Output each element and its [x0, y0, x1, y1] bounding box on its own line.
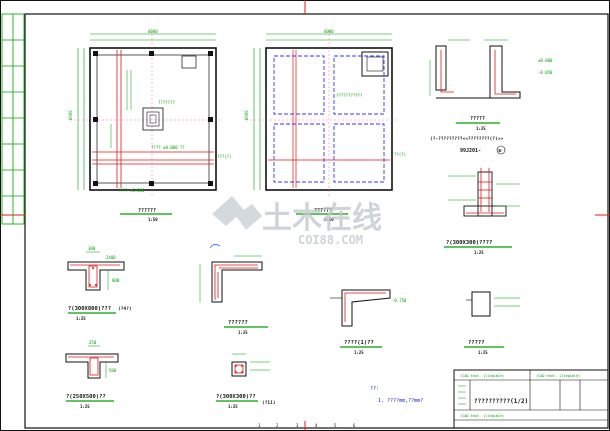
plan-right-dim-side: 6000 — [244, 110, 249, 120]
notes-heading: ??: — [370, 386, 379, 392]
canopy-caption: ????(1)?? — [344, 340, 374, 346]
svg-text:2: 2 — [276, 423, 279, 428]
section-a-ref-circle — [496, 145, 506, 155]
title-block-row-small: (CAD text, illegible) — [460, 414, 504, 418]
beam-1-dim-1: 800 — [112, 278, 120, 283]
section-a-ref-line: (?-?????????<<????????(?)>> — [430, 136, 503, 142]
notes-line: 1. ????mm,??mm? — [378, 398, 423, 404]
column-2-caption: ?(300X300)?? — [216, 394, 256, 400]
column-2: ?(300X300)?? (?11) 1:25 — [216, 353, 276, 409]
plan-left-scale: 1:50 — [148, 217, 158, 222]
plan-left-dim-side: 6000 — [68, 110, 73, 120]
revision-strip — [1, 13, 25, 225]
watermark-text-en: COI88.COM — [298, 233, 363, 247]
section-a-ref-code: 99J201- — [460, 148, 481, 154]
inner-frame — [24, 13, 609, 429]
svg-text:1: 1 — [258, 423, 261, 428]
plan-left: 6000 6000 ??????? ???? ±0.000 ?? ???? ±0… — [68, 29, 231, 222]
svg-text:4: 4 — [315, 423, 318, 428]
title-block-row1-left: (CAD text, illegible) — [460, 374, 504, 378]
drawing-title: ??????????(1/2) — [474, 398, 528, 405]
beam-1-sub: (?4?) — [118, 306, 132, 312]
plan-left-dim-top: 6000 — [148, 29, 158, 34]
canopy-section: -0.750 ????(1)?? 1:25 — [330, 289, 407, 355]
section-a-ref-symbol: ⑥ — [498, 148, 502, 153]
bottom-grid-ticks: 1 2 3 4 5 6 — [258, 423, 356, 428]
beam-1-dim-0: 300 — [88, 246, 96, 251]
canopy-scale: 1:25 — [354, 350, 364, 355]
plan-right-label-right: ??(?) — [394, 152, 406, 157]
stair-scale: 1:25 — [238, 330, 248, 335]
plan-right-dim-top: 6000 — [324, 29, 334, 34]
general-notes: ??: 1. ????mm,??mm? — [370, 386, 423, 404]
svg-text:6: 6 — [353, 423, 356, 428]
watermark: 土木在线 COI88.COM — [212, 196, 382, 247]
beam-1-scale: 1:25 — [76, 316, 86, 321]
plan-right-label-mid: ??????????? — [336, 93, 363, 98]
beam-2-caption: ?(250X500)?? — [66, 394, 106, 400]
title-block: (CAD text, illegible) (CAD text, illegib… — [453, 369, 609, 429]
beam-1-caption: ?(300X800)??? — [68, 306, 111, 312]
beam-1: 300 800 2400 ?(300X800)??? (?4?) 1:25 — [67, 246, 132, 321]
footing-section: ????? 1:25 — [464, 291, 520, 355]
section-a-elev: -0.050 — [538, 70, 553, 75]
section-a-elev2: ±0.000 — [538, 58, 553, 63]
canopy-elev: -0.750 — [392, 298, 407, 303]
title-block-row1-right: (CAD text, illegible) — [536, 374, 580, 378]
beam-2-scale: 1:25 — [80, 404, 90, 409]
plan-left-caption: ?????? — [138, 208, 156, 214]
column-2-scale: 1:25 — [228, 404, 238, 409]
watermark-text-cn: 土木在线 — [262, 201, 382, 236]
plan-left-label-right: ???(?) — [217, 154, 231, 159]
plan-left-label-center: ??????? — [158, 100, 175, 105]
plan-left-label-bottom: ???? ±0.000 — [118, 188, 145, 193]
beam-2-dim-1: 500 — [109, 368, 117, 373]
plan-right: 6000 6000 ??????????? ??(?) ?????? 1:50 — [244, 29, 406, 222]
section-a-scale: 1:25 — [476, 126, 486, 131]
watermark-logo-icon — [212, 196, 262, 230]
section-a-caption: ????? — [470, 116, 485, 122]
plan-right-scale: 1:50 — [324, 217, 334, 222]
stair-caption: ?????? — [228, 320, 248, 326]
section-a: -0.050 ±0.000 ????? 1:25 (?-?????????<<?… — [429, 39, 553, 155]
svg-text:5: 5 — [334, 423, 337, 428]
section-b-caption: ?(300X300)???? — [446, 240, 492, 246]
beam-2: 250 500 ?(250X500)?? 1:25 — [65, 340, 119, 409]
footing-scale: 1:25 — [478, 350, 488, 355]
svg-text:3: 3 — [296, 423, 299, 428]
footing-caption: ????? — [468, 340, 485, 346]
column-2-sub: (?11) — [262, 400, 276, 406]
section-b-scale: 1:25 — [474, 250, 484, 255]
section-b: ?(300X300)???? 1:25 — [444, 168, 520, 255]
beam-2-dim-0: 250 — [89, 340, 97, 345]
beam-1-dim-2: 2400 — [106, 255, 116, 260]
stair-section: ?????? 1:25 — [199, 244, 268, 335]
plan-right-caption: ?????? — [314, 208, 332, 214]
plan-left-label-mid: ???? ±0.000 ?? — [151, 145, 185, 150]
